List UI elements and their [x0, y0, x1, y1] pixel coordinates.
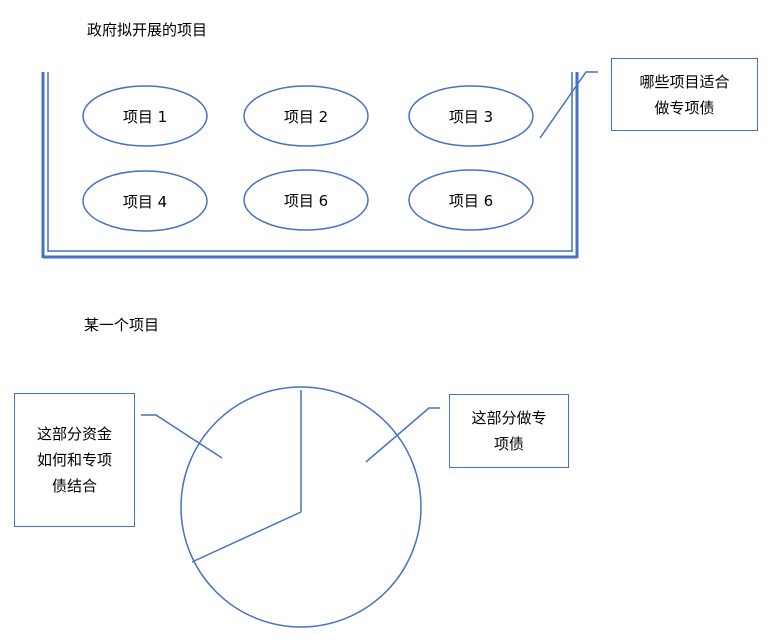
special-callout-line-2: 项债 — [493, 435, 524, 453]
project-label-4: 项目 4 — [123, 193, 167, 211]
project-label-2: 项目 2 — [284, 108, 328, 126]
suitable-callout-line-2: 做专项债 — [654, 98, 715, 117]
suitable-callout-line-1: 哪些项目适合 — [639, 72, 730, 91]
suitable-projects-callout: 哪些项目适合 做专项债 — [611, 58, 758, 131]
combine-callout-line-1: 这部分资金 — [36, 425, 112, 443]
special-callout-line-1: 这部分做专 — [471, 409, 547, 427]
bottom-section-title: 某一个项目 — [84, 316, 160, 334]
project-labels: 项目 1 项目 2 项目 3 项目 4 项目 6 项目 6 — [123, 108, 493, 211]
right-callout-leader — [365, 407, 440, 463]
project-ellipse-6 — [408, 169, 534, 231]
combine-callout-line-2: 如何和专项 — [36, 451, 112, 469]
project-ellipse-3 — [408, 85, 534, 147]
project-ellipse-1 — [82, 85, 208, 147]
project-ellipse-2 — [243, 85, 369, 147]
top-section-title: 政府拟开展的项目 — [87, 21, 208, 39]
pie-divider-diagonal — [191, 511, 302, 563]
project-ellipses — [82, 85, 534, 232]
project-ellipse-5 — [243, 169, 369, 231]
special-bond-portion-callout: 这部分做专 项债 — [449, 394, 569, 468]
project-label-1: 项目 1 — [123, 108, 167, 126]
combine-callout-line-3: 债结合 — [51, 477, 97, 495]
top-callout-leader — [539, 71, 598, 139]
project-label-3: 项目 3 — [449, 108, 493, 126]
project-container — [41, 72, 579, 259]
project-label-6: 项目 6 — [449, 192, 493, 210]
combine-funds-callout: 这部分资金 如何和专项 债结合 — [14, 393, 135, 527]
project-ellipse-4 — [82, 170, 208, 232]
left-callout-leader — [141, 414, 223, 459]
project-label-5: 项目 6 — [284, 192, 328, 210]
